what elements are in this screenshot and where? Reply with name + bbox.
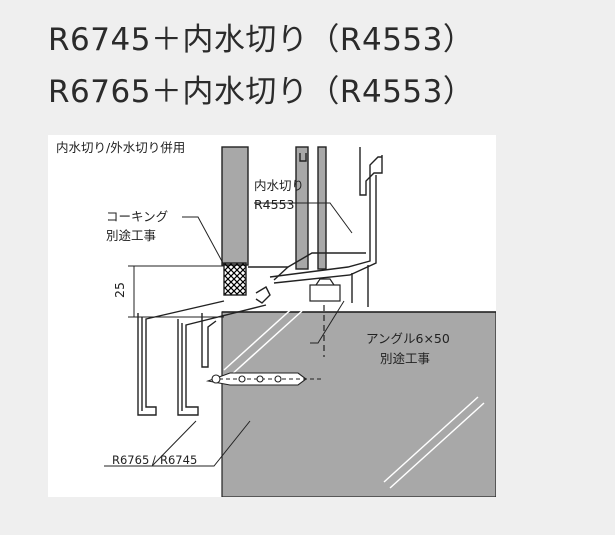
title-line-2: R6765＋内水切り（R4553） xyxy=(48,74,475,110)
anchor-bolt xyxy=(309,278,341,357)
angle-note: 別途工事 xyxy=(380,351,430,366)
caulking-label: コーキング xyxy=(106,209,168,224)
leader-lines xyxy=(104,202,353,467)
section-drawing: 25 内水切り/外水切り併用 内水切り R4553 コーキング 別途工事 アング… xyxy=(56,140,496,497)
sill-frame-profiles xyxy=(137,286,271,416)
caulking-block xyxy=(223,262,247,296)
concrete-wall xyxy=(221,304,496,497)
wall-anchor xyxy=(205,372,324,386)
sill-code-left: R6765 xyxy=(112,453,149,467)
inner-flashing-code: R4553 xyxy=(254,197,295,212)
dimension-25 xyxy=(128,265,224,318)
dimension-label: 25 xyxy=(112,282,127,298)
section-diagram: 25 内水切り/外水切り併用 内水切り R4553 コーキング 別途工事 アング… xyxy=(48,135,496,497)
caulking-note: 別途工事 xyxy=(106,228,156,243)
title-line-1: R6745＋内水切り（R4553） xyxy=(48,22,475,58)
inner-flashing-label: 内水切り xyxy=(254,178,304,193)
angle-label: アングル6×50 xyxy=(366,331,450,346)
code-separator: / xyxy=(152,453,156,467)
window-frame xyxy=(221,146,383,281)
diagram-caption: 内水切り/外水切り併用 xyxy=(56,140,185,155)
inner-flashing-profile xyxy=(269,156,382,307)
sill-code-right: R6745 xyxy=(160,453,197,467)
